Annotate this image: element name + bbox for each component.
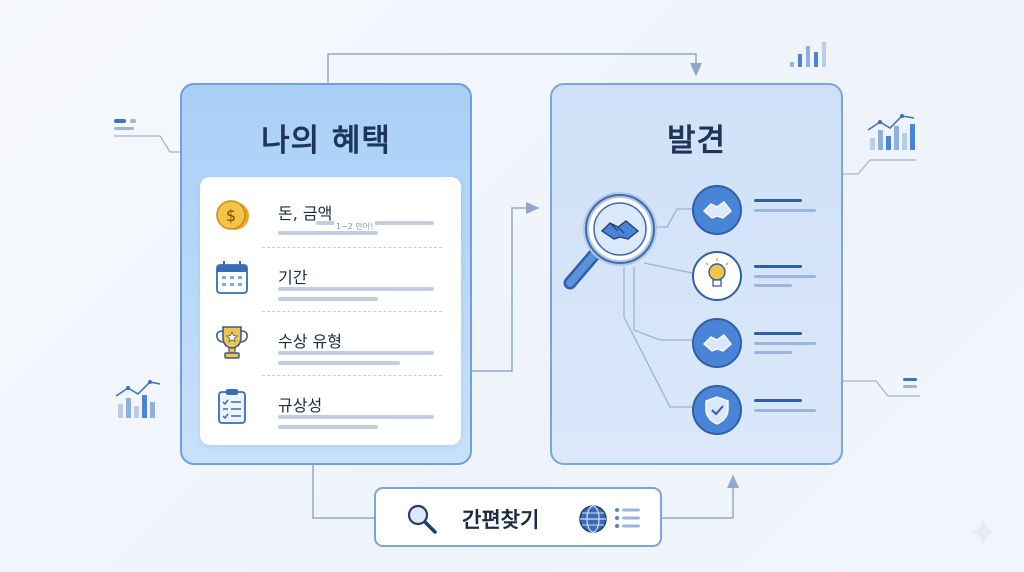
bottom-connector-line	[312, 465, 374, 519]
benefit-item-regularity[interactable]: 규상성	[214, 387, 448, 447]
benefit-label-award-type: 수상 유형	[278, 332, 342, 351]
search-icon	[407, 504, 437, 534]
quick-search-label: 간편찾기	[462, 508, 540, 532]
benefit-label-money: 돈, 금액	[278, 204, 333, 223]
middle-connector-arrow	[472, 202, 540, 372]
benefit-note: 1~2 만어!	[334, 221, 376, 232]
benefits-panel: 나의 혜택 $ 돈, 금액 1~2 만어! 기간	[180, 83, 472, 465]
benefit-item-money[interactable]: $ 돈, 금액 1~2 만어!	[214, 195, 448, 255]
result-row-idea[interactable]	[692, 251, 842, 311]
decor-right-chart	[823, 114, 916, 177]
coin-dollar-icon: $	[216, 200, 249, 230]
result-row-partnership-2[interactable]	[692, 318, 842, 378]
lightbulb-icon	[692, 251, 742, 301]
discovery-connectors	[623, 208, 693, 408]
benefit-label-period: 기간	[278, 268, 308, 287]
benefit-item-award-type[interactable]: 수상 유형	[214, 323, 448, 383]
quick-search-bar[interactable]: 간편찾기	[374, 487, 662, 547]
trophy-icon	[216, 326, 248, 359]
clipboard-checklist-icon	[218, 389, 246, 424]
top-connector-arrow	[327, 53, 702, 83]
discovery-panel: 발견	[550, 83, 843, 465]
decor-left-chart	[115, 380, 161, 418]
result-row-protection[interactable]	[692, 385, 842, 445]
benefit-item-period[interactable]: 기간	[214, 259, 448, 319]
globe-icon	[579, 505, 607, 533]
decor-top-right-bars	[790, 42, 826, 67]
benefits-card: $ 돈, 금액 1~2 만어! 기간	[200, 177, 461, 445]
handshake-icon	[692, 185, 742, 235]
svg-text:$: $	[226, 206, 236, 225]
result-row-partnership-1[interactable]	[692, 185, 842, 245]
discovery-panel-title: 발견	[666, 123, 727, 159]
list-icon	[615, 508, 640, 528]
handshake-icon	[692, 318, 742, 368]
shield-check-icon	[692, 385, 742, 435]
benefit-label-regularity: 규상성	[278, 396, 323, 415]
decor-right-dashes	[843, 378, 920, 397]
sparkle-icon	[971, 518, 995, 546]
magnifier-handshake-icon	[563, 192, 657, 290]
bottom-connector-arrow	[662, 474, 739, 519]
calendar-icon	[216, 261, 248, 294]
benefits-panel-title: 나의 혜택	[261, 123, 391, 159]
